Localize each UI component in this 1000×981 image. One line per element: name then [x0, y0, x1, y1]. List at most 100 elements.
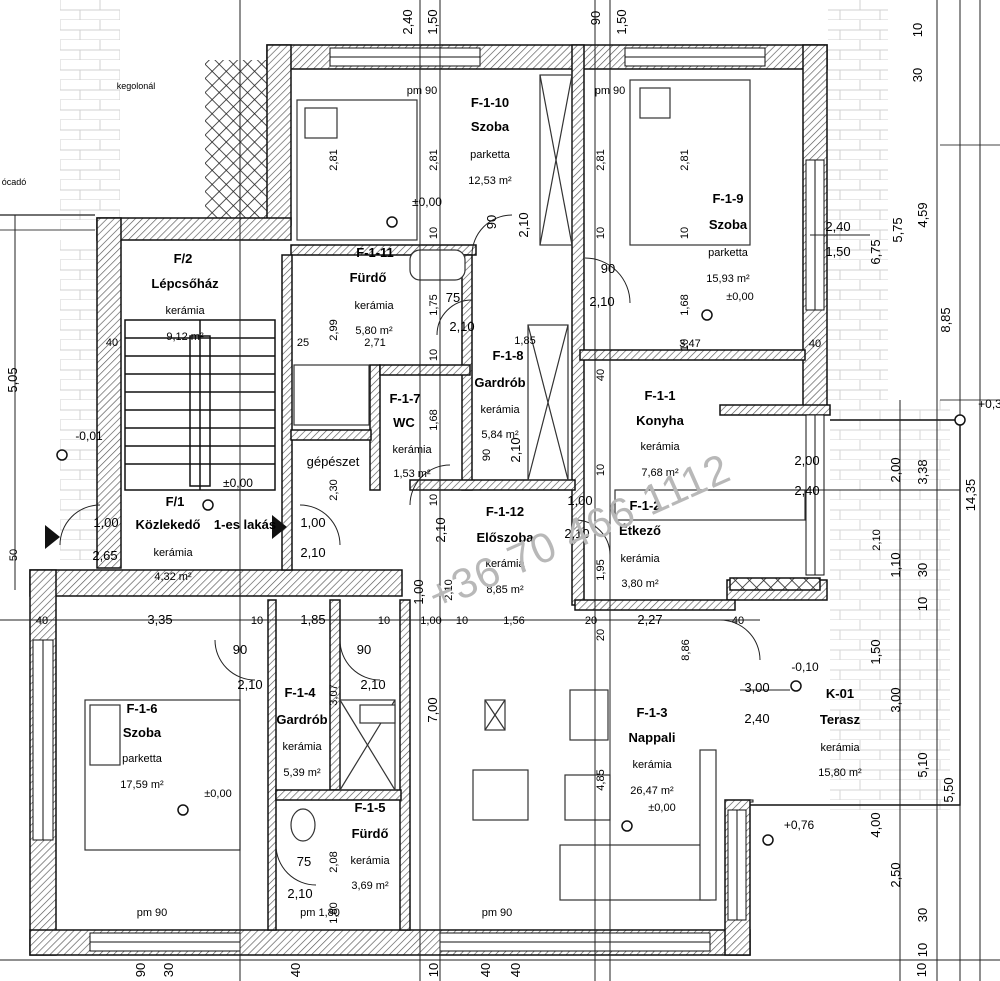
room-id: F-1-6: [126, 701, 157, 716]
room-floor: kerámia: [485, 558, 525, 570]
room-floor: kerámia: [632, 759, 672, 771]
dim-label: 1,68: [679, 294, 691, 315]
dim-label: 90: [484, 215, 499, 229]
room-id: F-1-5: [354, 800, 385, 815]
dim-label: 2,40: [794, 483, 819, 498]
room-name: Gardrób: [474, 375, 525, 390]
dim-label: 1,85: [514, 335, 535, 347]
room-name: Nappali: [629, 730, 676, 745]
dim-label: 1,00: [93, 515, 118, 530]
dim-label: 7,00: [425, 697, 440, 722]
staircase: [124, 319, 276, 491]
dim-label: 1,00: [411, 579, 426, 604]
room-floor: kerámia: [165, 305, 205, 317]
dim-label: 2,10: [589, 294, 614, 309]
room-name: Lépcsőház: [151, 276, 219, 291]
room-floor: kerámia: [820, 742, 860, 754]
dim-label: 5,10: [915, 752, 930, 777]
room-name: Közlekedő: [135, 517, 200, 532]
room-id: F-1-10: [471, 95, 509, 110]
dim-label: 2,71: [364, 337, 385, 349]
dim-label: 6,75: [868, 239, 883, 264]
dim-label: 2,81: [595, 149, 607, 170]
room-area: 26,47 m²: [630, 785, 674, 797]
dim-label: 5,50: [941, 777, 956, 802]
level-label: ±0,00: [412, 195, 442, 209]
dim-label: 3,47: [679, 338, 700, 350]
dim-label: 30: [915, 908, 930, 922]
dim-label: 40: [732, 615, 744, 627]
dim-label: 2,81: [328, 149, 340, 170]
room-area: 4,32 m²: [154, 571, 192, 583]
level-marker-icon: [56, 449, 68, 461]
room-floor: parketta: [122, 753, 163, 765]
dim-label: 2,10: [300, 545, 325, 560]
room-name: Fürdő: [352, 826, 389, 841]
level-marker-icon: [386, 216, 398, 228]
dim-label: 10: [915, 943, 930, 957]
dim-label: 25: [297, 337, 309, 349]
dim-label: 75: [297, 854, 311, 869]
room-name: Étkező: [619, 523, 661, 538]
room-name: Szoba: [123, 725, 162, 740]
room-area: 7,68 m²: [641, 467, 679, 479]
level-marker-icon: [202, 499, 214, 511]
dim-label: 2,10: [516, 212, 531, 237]
dim-label: 2,10: [433, 517, 448, 542]
room-name: Terasz: [820, 712, 861, 727]
dim-label: 1,10: [888, 552, 903, 577]
room-id: F-1-9: [712, 191, 743, 206]
room-area: 9,12 m²: [166, 331, 204, 343]
note-label: ócadó: [2, 177, 27, 187]
level-marker-icon: [790, 680, 802, 692]
room-id: F-1-11: [356, 245, 394, 260]
dim-label: 10: [914, 963, 929, 977]
level-marker-icon: [701, 309, 713, 321]
dim-label: 8,86: [680, 639, 692, 660]
room-id: F-1-4: [284, 685, 316, 700]
dim-label: 14,35: [963, 479, 978, 512]
dim-label: 10: [595, 464, 607, 476]
dim-label: 75: [446, 290, 460, 305]
dim-label: 2,27: [637, 612, 662, 627]
dim-label: 1,68: [428, 409, 440, 430]
dim-label: 2,10: [508, 437, 523, 462]
dim-label: 1,00: [420, 615, 441, 627]
room-floor: kerámia: [354, 300, 394, 312]
dim-label: 3,00: [888, 687, 903, 712]
dim-label: 40: [288, 963, 303, 977]
dim-label: 3,35: [147, 612, 172, 627]
dim-label: 10: [428, 227, 440, 239]
dim-label: 2,10: [237, 677, 262, 692]
dim-label: 2,10: [287, 886, 312, 901]
room-level: ±0,00: [726, 291, 753, 303]
dim-label: 90: [357, 642, 371, 657]
dim-label: 1,80: [328, 902, 340, 923]
dim-label: 8,85: [938, 307, 953, 332]
room-name: Konyha: [636, 413, 684, 428]
room-name: Gardrób: [276, 712, 327, 727]
dimension-numbers: 2,40 1,50 90 1,50 10 30 5,75 4,59 6,75 8…: [5, 9, 978, 977]
room-floor: kerámia: [620, 553, 660, 565]
level-markers: [56, 216, 966, 846]
dim-label: 50: [8, 549, 20, 561]
dim-label: 2,81: [679, 149, 691, 170]
dim-label: 1,56: [503, 615, 524, 627]
room-name: Fürdő: [350, 270, 387, 285]
dim-label: 30: [910, 68, 925, 82]
dim-label: 40: [595, 369, 607, 381]
room-id: F-1-1: [644, 388, 675, 403]
dim-label: 2,81: [428, 149, 440, 170]
dim-label: 10: [456, 615, 468, 627]
room-area: 1,53 m²: [393, 468, 431, 480]
room-floor: parketta: [708, 247, 749, 259]
room-area: 12,53 m²: [468, 175, 512, 187]
dim-label: 20: [595, 629, 607, 641]
dim-label: 2,40: [400, 9, 415, 34]
level-marker-icon: [621, 820, 633, 832]
dim-label: 4,00: [868, 812, 883, 837]
dim-label: 2,40: [825, 219, 850, 234]
dim-label: 1,50: [825, 244, 850, 259]
level-label: +0,3: [978, 397, 1000, 411]
